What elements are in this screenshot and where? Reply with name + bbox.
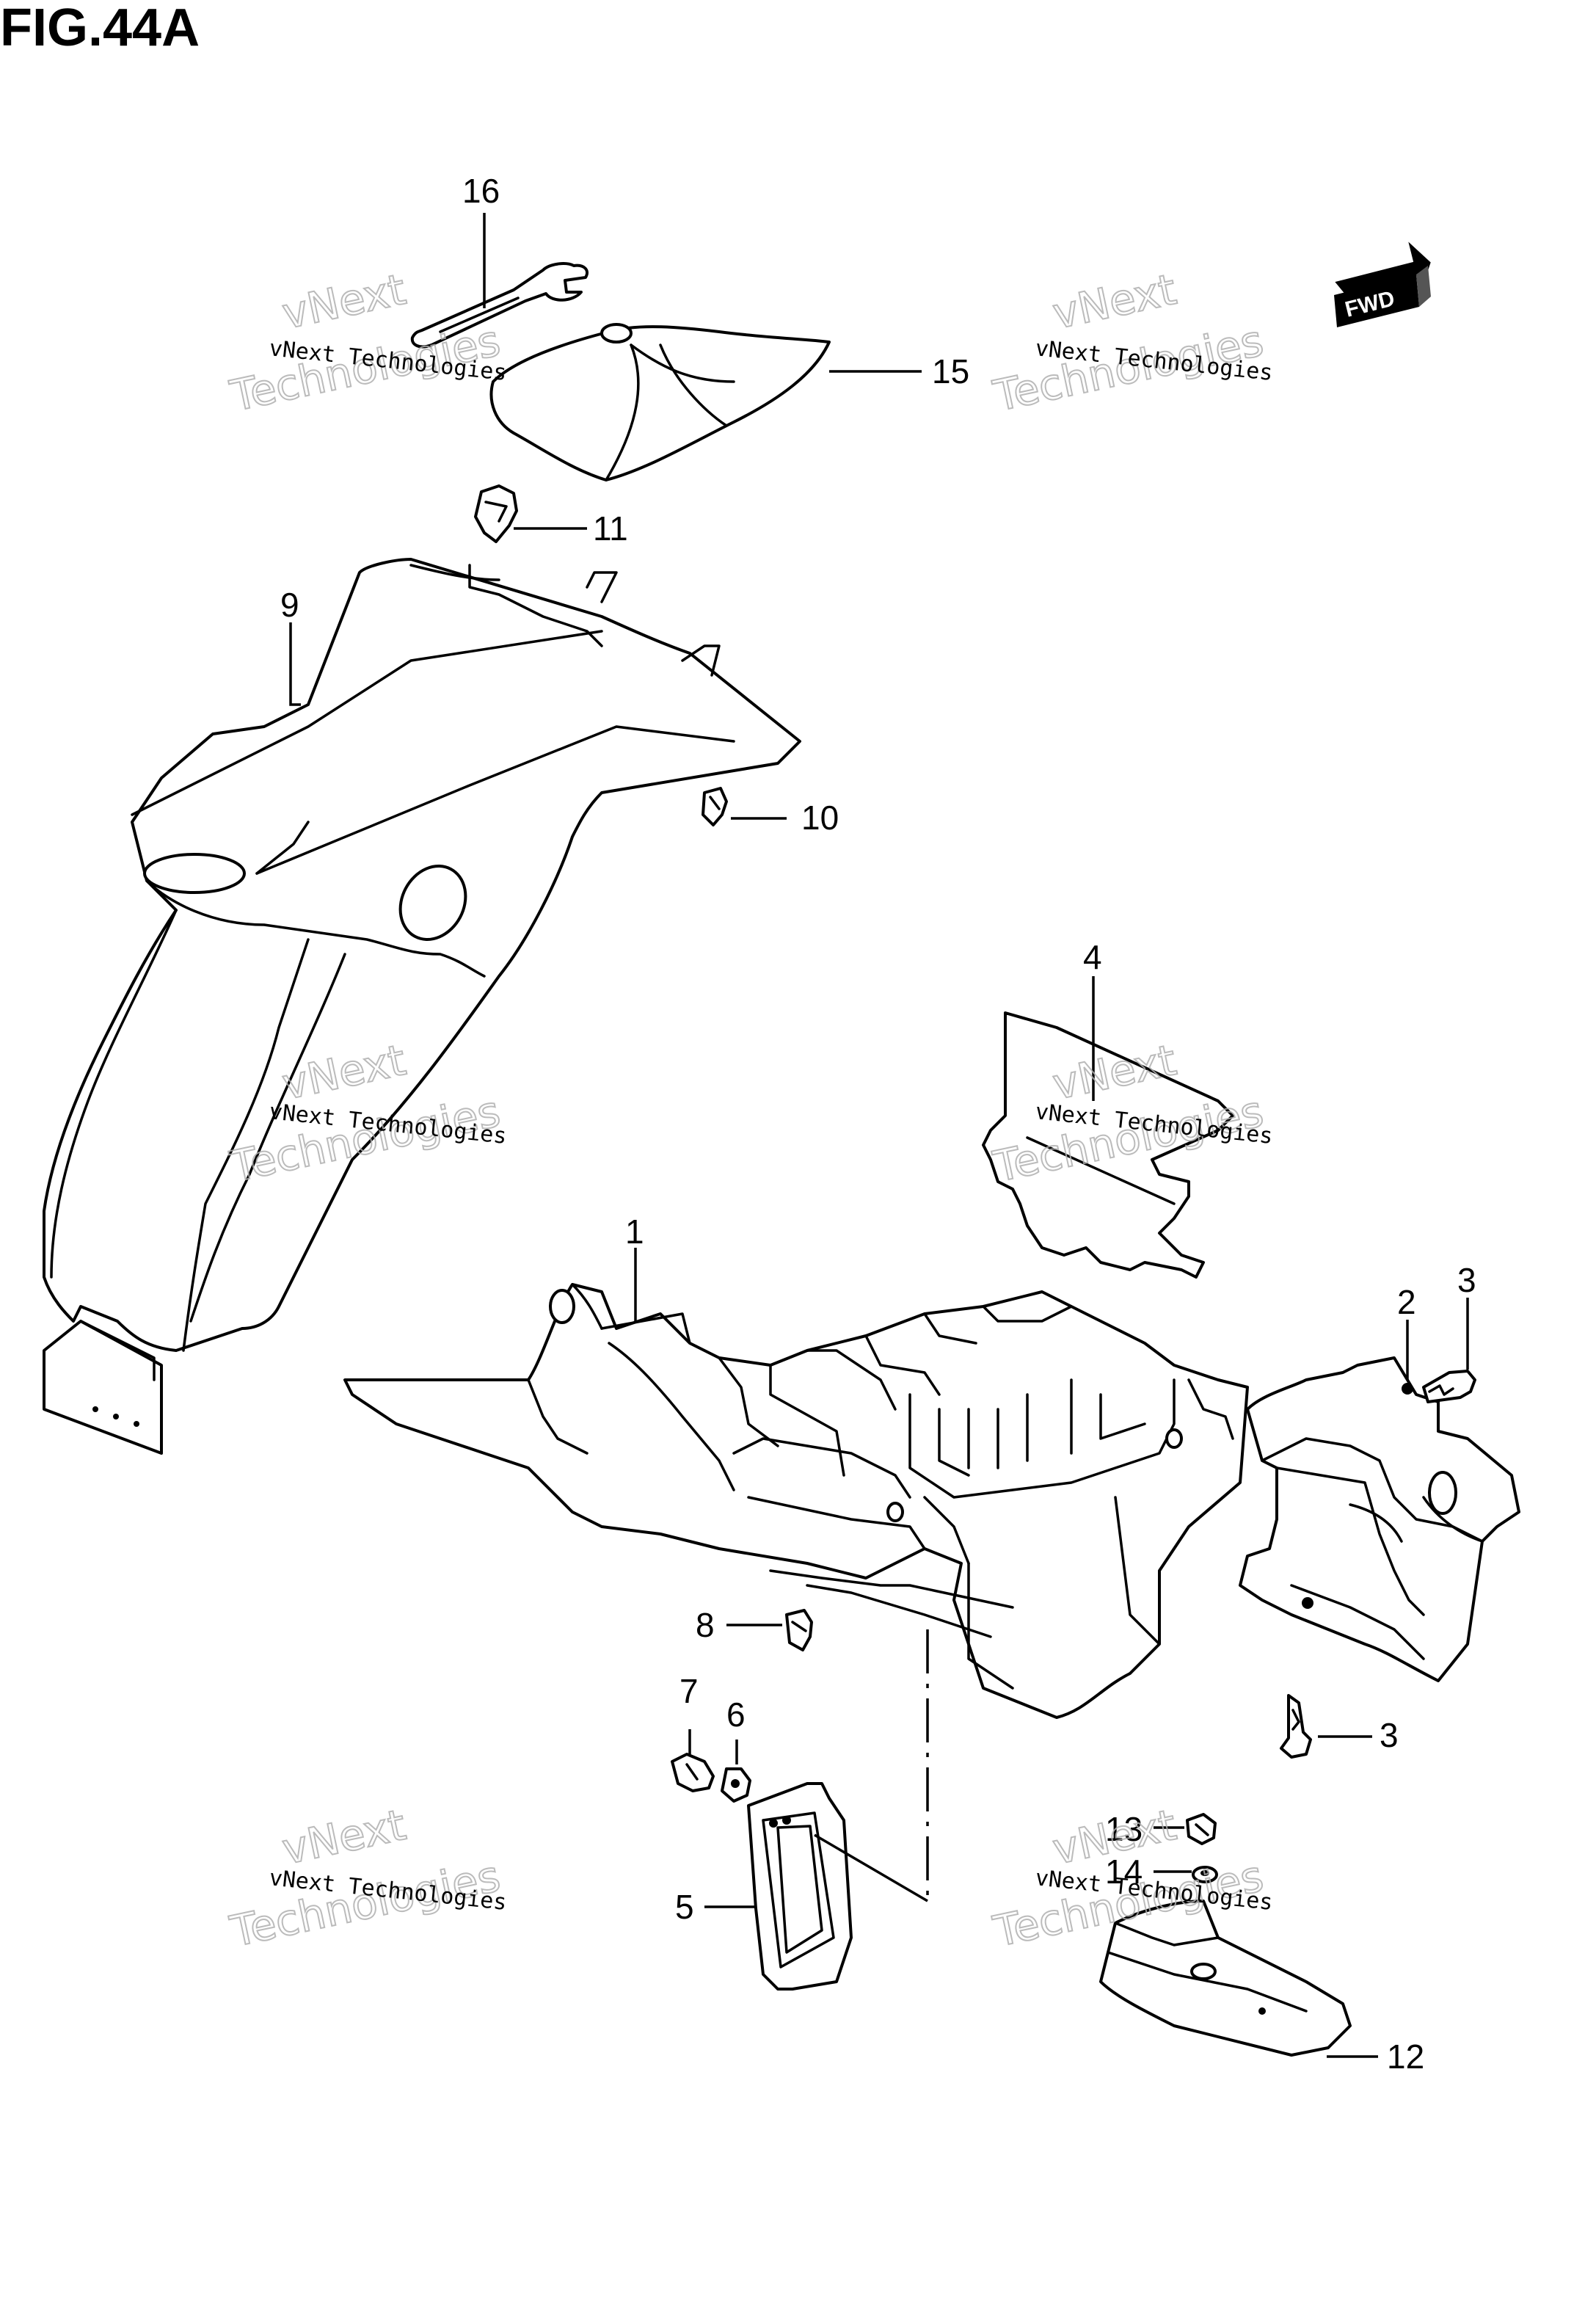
callout-9: 9 — [280, 586, 299, 624]
screw-3-upper — [1422, 1370, 1476, 1403]
callout-7: 7 — [679, 1672, 699, 1710]
callout-14: 14 — [1105, 1853, 1143, 1891]
washer-14 — [1192, 1866, 1218, 1883]
battery-box — [343, 1283, 1249, 1719]
tool-bag — [489, 323, 831, 481]
svg-text:vNext: vNext — [278, 1800, 410, 1875]
bolt-13 — [1186, 1813, 1217, 1845]
callout-6: 6 — [726, 1695, 746, 1734]
bolt-7 — [671, 1753, 715, 1792]
nut-6 — [721, 1767, 751, 1803]
callout-2: 2 — [1397, 1283, 1416, 1321]
leader-lines — [289, 213, 1469, 2058]
svg-text:vNext: vNext — [1049, 264, 1181, 339]
figure-title: FIG.44A — [0, 0, 200, 57]
tool-wrench — [410, 262, 589, 349]
callout-13: 13 — [1105, 1810, 1143, 1848]
callout-12: 12 — [1387, 2037, 1424, 2076]
watermark-top-right: vNext Technologies vNext Technologies — [988, 263, 1274, 422]
callout-8: 8 — [696, 1606, 715, 1644]
callout-5: 5 — [675, 1888, 694, 1926]
callout-4: 4 — [1083, 938, 1102, 976]
cover-12 — [1099, 1900, 1352, 2057]
callout-3-upper: 3 — [1457, 1261, 1476, 1299]
bolt-8 — [785, 1609, 813, 1651]
fwd-arrow-icon: FWD — [1334, 241, 1431, 327]
callout-3-lower: 3 — [1380, 1716, 1399, 1754]
callout-11: 11 — [593, 509, 628, 548]
screw-3-lower — [1280, 1694, 1312, 1759]
rear-fender — [43, 558, 801, 1455]
callout-labels: 1 2 3 3 4 5 6 7 8 9 10 11 12 13 14 15 16 — [280, 172, 1476, 2076]
callout-10: 10 — [801, 799, 839, 837]
clip-fastener — [474, 484, 518, 543]
bolt-10 — [702, 787, 728, 826]
svg-text:vNext: vNext — [278, 264, 410, 339]
plate-4 — [982, 1011, 1234, 1279]
watermark-top-left: vNext Technologies vNext Technologies — [225, 263, 508, 422]
watermark-bottom-left: vNext Technologies vNext Technologies — [225, 1799, 508, 1957]
grip-5 — [747, 1782, 853, 1991]
callout-16: 16 — [462, 172, 500, 210]
callout-1: 1 — [625, 1213, 644, 1251]
callout-15: 15 — [932, 352, 969, 390]
bracket-2 — [1239, 1356, 1520, 1682]
